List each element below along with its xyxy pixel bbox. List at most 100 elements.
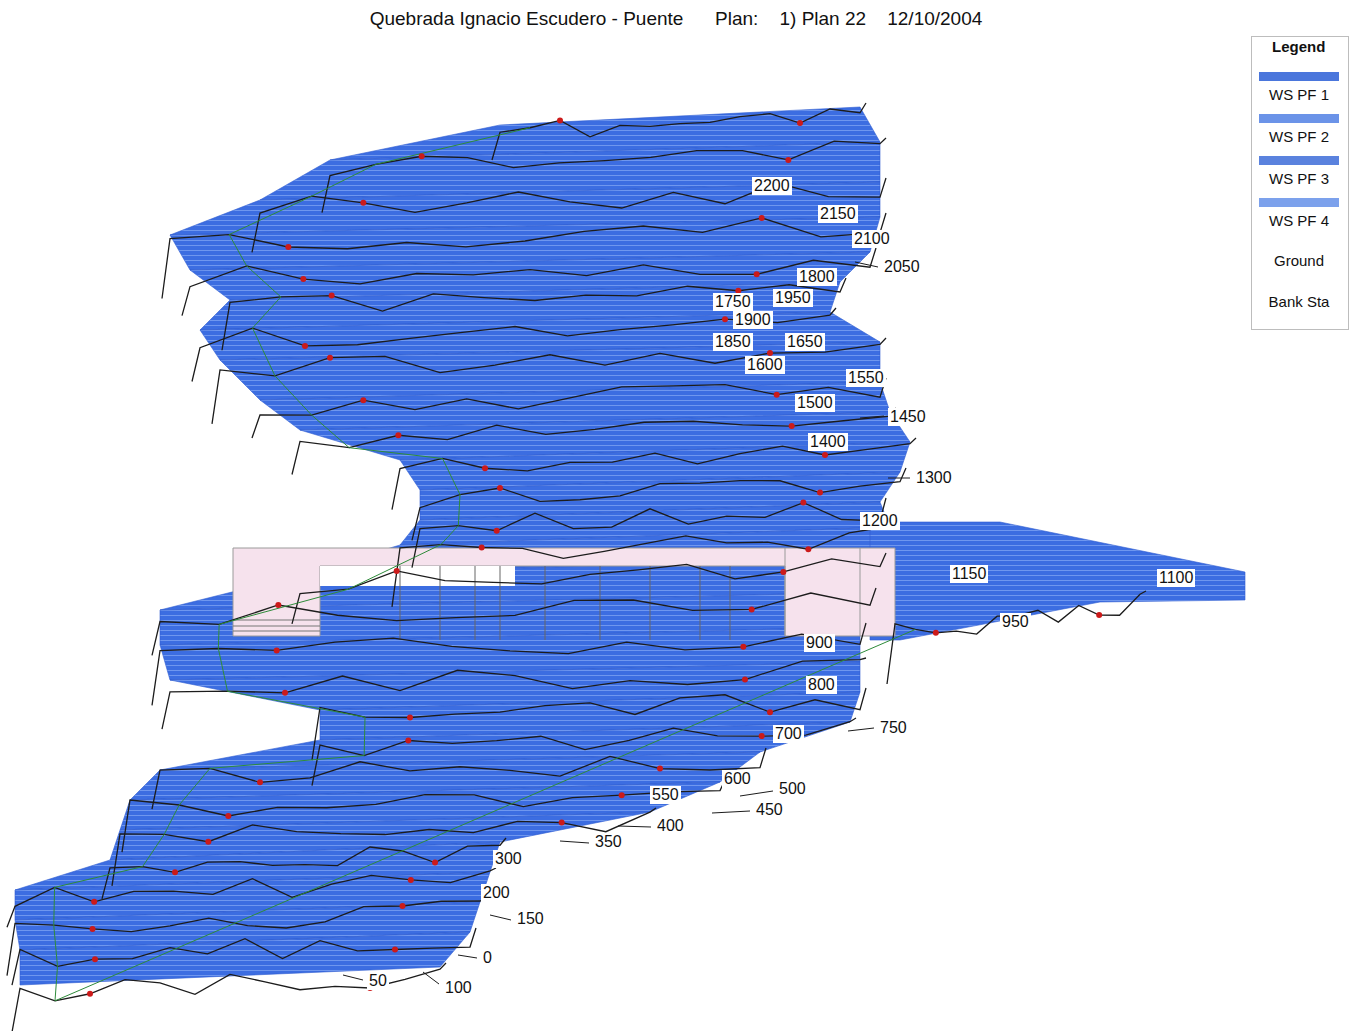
bank-station	[933, 630, 939, 636]
ground-line	[162, 658, 866, 729]
ground-line	[292, 408, 896, 475]
bank-station	[742, 677, 748, 683]
bank-station	[754, 271, 760, 277]
bank-station	[205, 839, 211, 845]
ground-line	[112, 808, 656, 886]
station-label: 2100	[852, 230, 892, 248]
bridge-edge	[785, 548, 786, 636]
station-label: 550	[650, 786, 681, 804]
station-label: 2200	[752, 177, 792, 195]
bank-station	[619, 792, 625, 798]
ground-line	[7, 868, 496, 927]
bridge-pier	[440, 566, 441, 640]
station-label: 1750	[713, 293, 753, 311]
legend-text: WS PF 1	[1269, 86, 1329, 103]
station-label: 1550	[846, 369, 886, 387]
station-label: 900	[804, 634, 835, 652]
ground-lines	[7, 103, 1146, 1031]
legend-text: WS PF 4	[1269, 212, 1329, 229]
legend-text: WS PF 3	[1269, 170, 1329, 187]
station-label: 2150	[818, 205, 858, 223]
station-label: 50	[367, 972, 389, 990]
leader-line	[740, 791, 773, 796]
bank-station	[749, 606, 755, 612]
bank-station	[559, 820, 565, 826]
bank-station	[257, 779, 263, 785]
station-label: 2050	[882, 258, 922, 276]
ground-line	[252, 378, 886, 438]
bank-station	[302, 343, 308, 349]
station-label: 600	[722, 770, 753, 788]
station-label: 1400	[808, 433, 848, 451]
legend-swatch	[1259, 114, 1339, 123]
ground-line	[152, 623, 866, 705]
ground-line	[292, 553, 886, 624]
station-label: 1200	[860, 512, 900, 530]
bank-station	[172, 869, 178, 875]
leader-line	[458, 955, 477, 958]
leader-line	[490, 915, 511, 920]
bridge-pier	[400, 566, 401, 640]
bank-station	[329, 293, 335, 299]
bank-station	[774, 392, 780, 398]
bank-station	[479, 544, 485, 550]
bank-station	[780, 569, 786, 575]
legend-text: WS PF 2	[1269, 128, 1329, 145]
station-label: 1150	[950, 565, 988, 583]
bank-station	[800, 500, 806, 506]
station-label: 1800	[797, 268, 837, 286]
station-label: 1500	[795, 394, 835, 412]
station-label: 1900	[733, 311, 773, 329]
station-label: 100	[443, 979, 474, 997]
water-surface	[15, 107, 1245, 985]
bank-station	[797, 120, 803, 126]
bank-station	[285, 244, 291, 250]
ground-line	[222, 278, 846, 350]
ground-line	[192, 308, 836, 382]
bridge-pier	[500, 566, 501, 640]
leader-line	[860, 416, 884, 418]
ground-line	[12, 928, 476, 985]
station-label: 300	[493, 850, 524, 868]
bank-station	[759, 215, 765, 221]
bank-station	[300, 276, 306, 282]
bank-station	[494, 528, 500, 534]
bridge-line	[233, 620, 320, 621]
ground-line	[152, 588, 876, 655]
station-label: 950	[1000, 613, 1031, 631]
leader-line	[848, 728, 874, 731]
ground-line	[152, 748, 766, 809]
bank-station	[87, 991, 93, 997]
station-label: 200	[481, 884, 512, 902]
bank-station	[327, 355, 333, 361]
ground-line	[412, 498, 886, 568]
bank-station	[392, 946, 398, 952]
station-label: 1950	[773, 289, 813, 307]
bank-station	[722, 316, 728, 322]
station-label: 350	[593, 833, 624, 851]
bank-station	[400, 903, 406, 909]
ground-line	[252, 178, 886, 252]
bridge-pier	[475, 566, 476, 640]
bank-station	[657, 766, 663, 772]
station-label: 1600	[745, 356, 785, 374]
bridge-pier	[700, 566, 701, 640]
bank-station	[360, 200, 366, 206]
bank-station	[822, 452, 828, 458]
bank-station	[432, 860, 438, 866]
bank-station	[482, 465, 488, 471]
bank-station	[789, 423, 795, 429]
bank-station	[395, 432, 401, 438]
bridge-pier	[545, 566, 546, 640]
bank-station	[497, 485, 503, 491]
legend-swatch	[1259, 156, 1339, 165]
station-label: 750	[878, 719, 909, 737]
bank-station	[805, 546, 811, 552]
bank-station	[557, 117, 563, 123]
station-label: 150	[515, 910, 546, 928]
bank-station	[767, 709, 773, 715]
bridge-edge	[860, 548, 861, 636]
leader-line	[888, 478, 910, 479]
station-label: 450	[754, 801, 785, 819]
legend-text: Bank Sta	[1269, 293, 1330, 310]
